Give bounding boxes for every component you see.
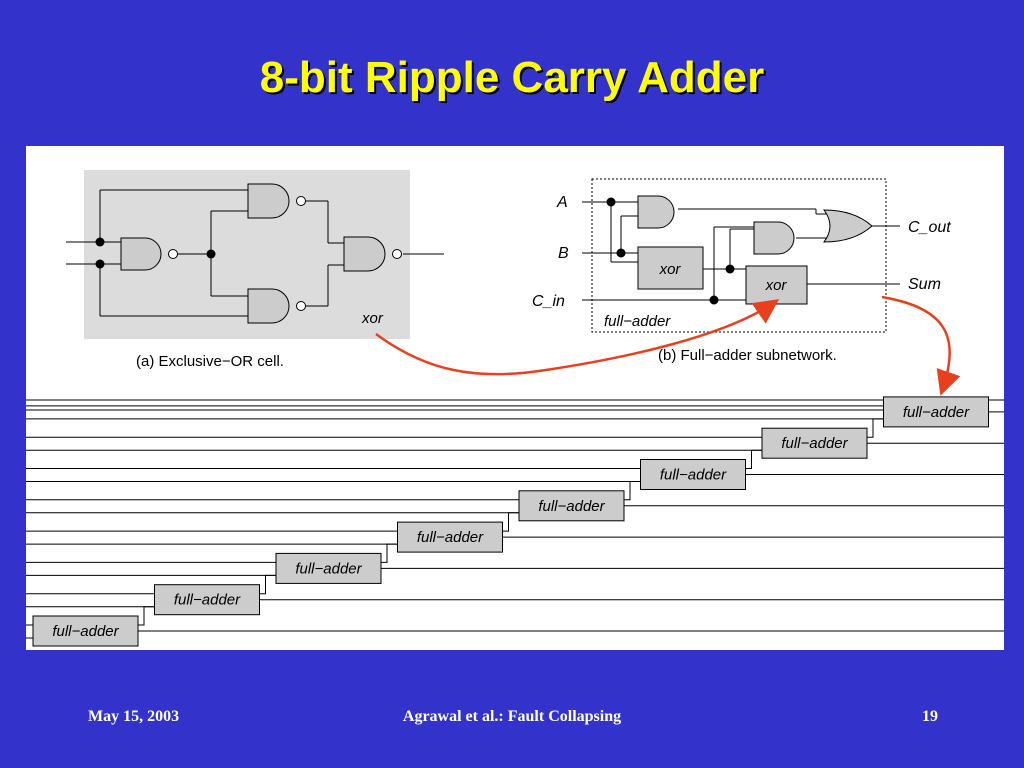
subnetwork-to-chain-arrow — [881, 295, 961, 396]
footer-date: May 15, 2003 — [88, 708, 180, 725]
full-adder-stage-box — [275, 552, 382, 584]
nand-gate-2 — [247, 183, 290, 219]
full-adder-stage-label: full−adder — [538, 498, 605, 515]
full-adder-subnetwork-figure: A B C_in C_out Sum — [532, 178, 951, 364]
input-a-label: A — [556, 194, 568, 211]
output-sum-label: Sum — [908, 276, 941, 293]
xor-block-1 — [637, 246, 704, 290]
and-gate-1 — [637, 195, 675, 229]
or-gate — [823, 209, 873, 243]
nand-gate-4 — [343, 236, 386, 272]
adder-diagram: xor (a) Exclusive−OR cell. A B C_in C_ou… — [26, 170, 1004, 647]
full-adder-stage-label: full−adder — [903, 404, 970, 421]
full-adder-stage: full−adder — [397, 521, 503, 553]
xor-block-2 — [745, 265, 808, 305]
full-adder-stage-label: full−adder — [295, 560, 362, 577]
full-adder-stage: full−adder — [32, 615, 139, 647]
full-adder-stage-box — [883, 396, 989, 428]
footer-title: Agrawal et al.: Fault Collapsing — [402, 708, 622, 725]
xor-cell-label: xor — [361, 310, 384, 327]
full-adder-stage-box — [32, 615, 139, 647]
full-adder-stage: full−adder — [275, 552, 382, 584]
full-adder-stage: full−adder — [640, 459, 746, 490]
output-cout-label: C_out — [908, 219, 951, 236]
full-adder-stage-box — [761, 427, 868, 459]
full-adder-stage-label: full−adder — [174, 592, 241, 609]
and-gate-2 — [753, 221, 795, 255]
full-adder-stage-label: full−adder — [660, 467, 727, 484]
ripple-chain-wires — [26, 399, 1004, 639]
input-cin-label: C_in — [532, 293, 565, 310]
nand-gate-3 — [247, 288, 290, 324]
full-adder-container-label: full−adder — [604, 313, 671, 330]
full-adder-stage-label: full−adder — [781, 435, 848, 452]
footer-page-number: 19 — [922, 708, 938, 725]
full-adder-stage-box — [397, 521, 503, 553]
slide-title: 8-bit Ripple Carry Adder — [259, 53, 765, 102]
full-adder-stage-box — [154, 584, 260, 616]
full-adder-stage-label: full−adder — [417, 529, 484, 546]
nand-gate-1 — [120, 237, 162, 271]
xor-block-1-label: xor — [659, 261, 682, 278]
full-adder-stage: full−adder — [154, 584, 260, 616]
full-adder-stage-label: full−adder — [52, 623, 119, 640]
full-adder-stage: full−adder — [518, 490, 625, 522]
full-adder-stage-box — [518, 490, 625, 522]
ripple-chain: full−adder full−adder full−adder full−adder… — [32, 396, 989, 647]
xor-cell-figure: xor (a) Exclusive−OR cell. — [66, 170, 444, 370]
full-adder-boundary — [591, 178, 887, 333]
full-adder-caption: (b) Full−adder subnetwork. — [658, 347, 837, 364]
xor-to-block-arrow — [375, 299, 780, 376]
xor-block-2-label: xor — [765, 277, 788, 294]
full-adder-stage: full−adder — [883, 396, 989, 428]
figure-panel: xor (a) Exclusive−OR cell. A B C_in C_ou… — [26, 146, 1004, 650]
input-b-label: B — [558, 245, 569, 262]
full-adder-stage-box — [640, 459, 746, 490]
full-adder-stage: full−adder — [761, 427, 868, 459]
xor-cell-caption: (a) Exclusive−OR cell. — [136, 353, 284, 370]
